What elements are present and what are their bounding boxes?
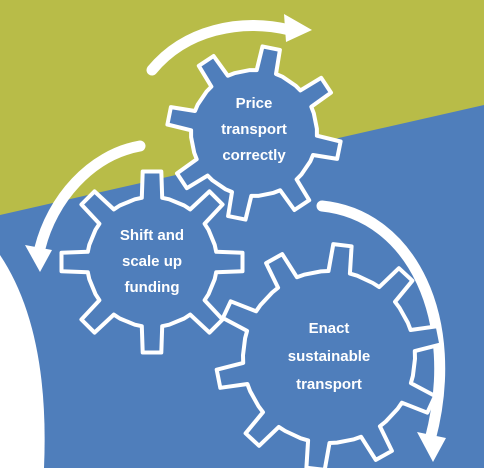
top-arrow-icon — [146, 14, 312, 76]
gear-shift-and-scale-up-funding: Shift and scale up funding — [59, 169, 245, 355]
gear-label-line-1: Enact — [309, 320, 350, 337]
gear-shape — [59, 169, 245, 355]
white-curved-area — [0, 255, 45, 468]
left-arrow-icon — [25, 140, 146, 272]
right-arrow-icon — [316, 200, 446, 462]
arrows-group — [25, 14, 446, 462]
gear-label-line-3: correctly — [222, 147, 286, 164]
gear-label-line-1: Price — [236, 95, 273, 112]
gear-label-line-1: Shift and — [120, 227, 184, 244]
gear-label-line-3: funding — [125, 279, 180, 296]
gear-price-transport-correctly: Price transport correctly — [165, 44, 343, 222]
gear-label-line-2: sustainable — [288, 348, 371, 365]
gear-label-line-2: transport — [221, 121, 287, 138]
gear-enact-sustainable-transport: Enact sustainable transport — [214, 242, 444, 468]
gear-shape — [165, 44, 343, 222]
gear-label-line-3: transport — [296, 376, 362, 393]
gear-label-line-2: scale up — [122, 253, 182, 270]
